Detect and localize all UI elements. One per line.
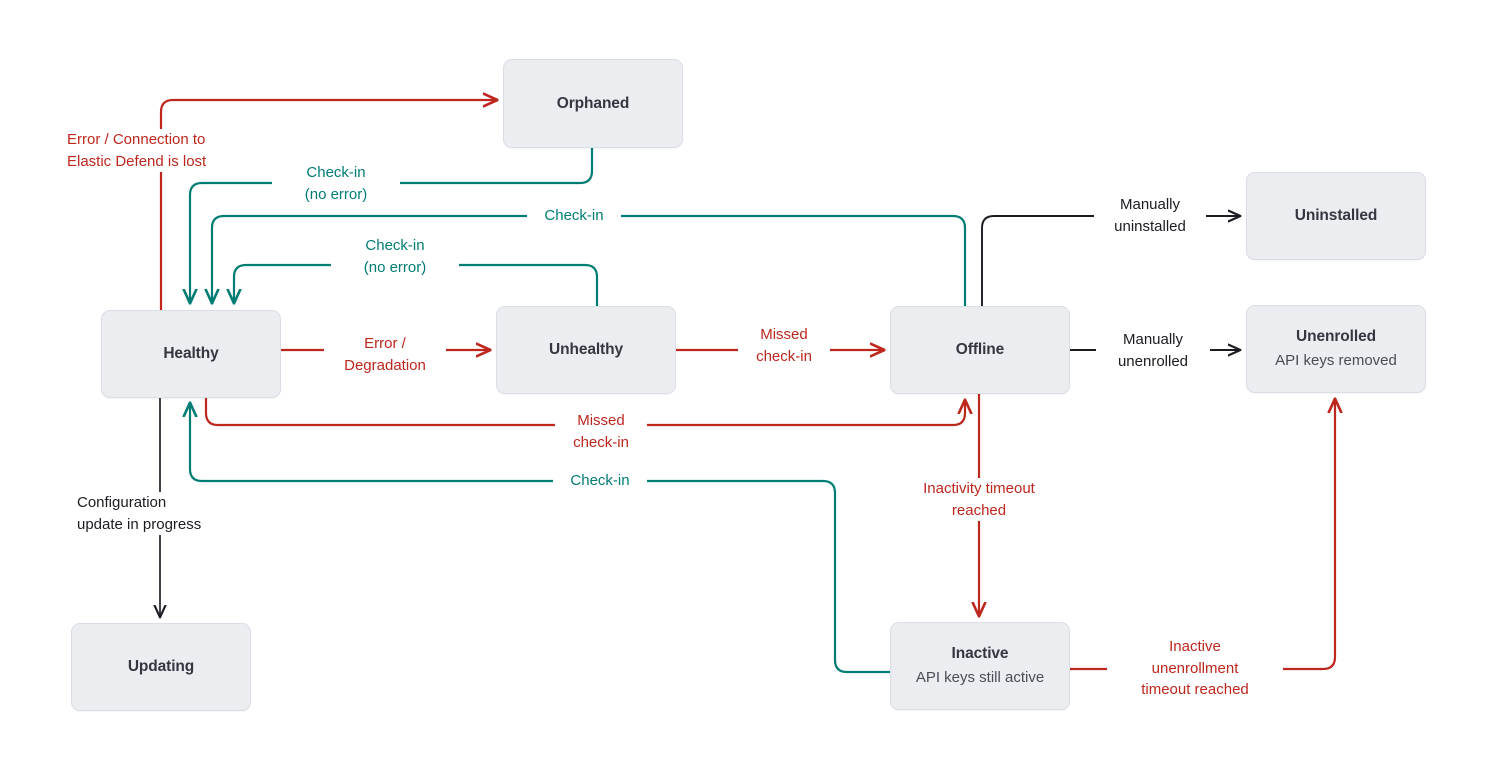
node-inactive[interactable]: Inactive API keys still active bbox=[890, 622, 1070, 710]
node-healthy[interactable]: Healthy bbox=[101, 310, 281, 398]
node-inactive-title: Inactive bbox=[951, 645, 1009, 662]
node-uninstalled[interactable]: Uninstalled bbox=[1246, 172, 1426, 260]
edge-label-unhealthy-to-offline: Missed check-in bbox=[738, 324, 830, 367]
edge-label-healthy-to-orphaned: Error / Connection to Elastic Defend is … bbox=[62, 129, 262, 172]
edge-label-unhealthy-to-healthy: Check-in (no error) bbox=[331, 235, 459, 278]
node-healthy-title: Healthy bbox=[163, 345, 219, 362]
node-updating[interactable]: Updating bbox=[71, 623, 251, 711]
node-unenrolled-title: Unenrolled bbox=[1296, 328, 1376, 345]
node-offline[interactable]: Offline bbox=[890, 306, 1070, 394]
node-inactive-subtitle: API keys still active bbox=[915, 669, 1045, 686]
edge-label-offline-to-healthy: Check-in bbox=[527, 205, 621, 227]
node-uninstalled-title: Uninstalled bbox=[1294, 207, 1378, 224]
edge-label-healthy-to-updating: Configuration update in progress bbox=[72, 492, 248, 535]
edge-label-inactive-to-healthy: Check-in bbox=[553, 470, 647, 492]
edge-offline-to-healthy bbox=[212, 214, 967, 306]
edge-label-healthy-to-offline: Missed check-in bbox=[555, 410, 647, 453]
edge-label-orphaned-to-healthy: Check-in (no error) bbox=[272, 162, 400, 205]
edge-healthy-to-orphaned bbox=[159, 100, 497, 310]
node-unhealthy-title: Unhealthy bbox=[548, 341, 624, 358]
node-unenrolled[interactable]: Unenrolled API keys removed bbox=[1246, 305, 1426, 393]
edge-label-offline-to-uninstalled: Manually uninstalled bbox=[1094, 194, 1206, 237]
node-offline-title: Offline bbox=[955, 341, 1005, 358]
edge-offline-to-uninstalled bbox=[981, 216, 1240, 306]
node-updating-title: Updating bbox=[127, 658, 195, 675]
edge-label-healthy-to-unhealthy: Error / Degradation bbox=[324, 333, 446, 376]
node-unhealthy[interactable]: Unhealthy bbox=[496, 306, 676, 394]
edge-label-offline-to-inactive: Inactivity timeout reached bbox=[889, 478, 1069, 521]
edge-label-inactive-to-unenrolled: Inactive unenrollment timeout reached bbox=[1107, 636, 1283, 701]
node-orphaned[interactable]: Orphaned bbox=[503, 59, 683, 148]
edge-inactive-to-unenrolled bbox=[1070, 399, 1335, 671]
edge-inactive-to-healthy bbox=[190, 403, 890, 674]
node-unenrolled-subtitle: API keys removed bbox=[1275, 352, 1397, 369]
node-orphaned-title: Orphaned bbox=[556, 94, 630, 112]
edge-label-offline-to-unenrolled: Manually unenrolled bbox=[1096, 329, 1210, 372]
